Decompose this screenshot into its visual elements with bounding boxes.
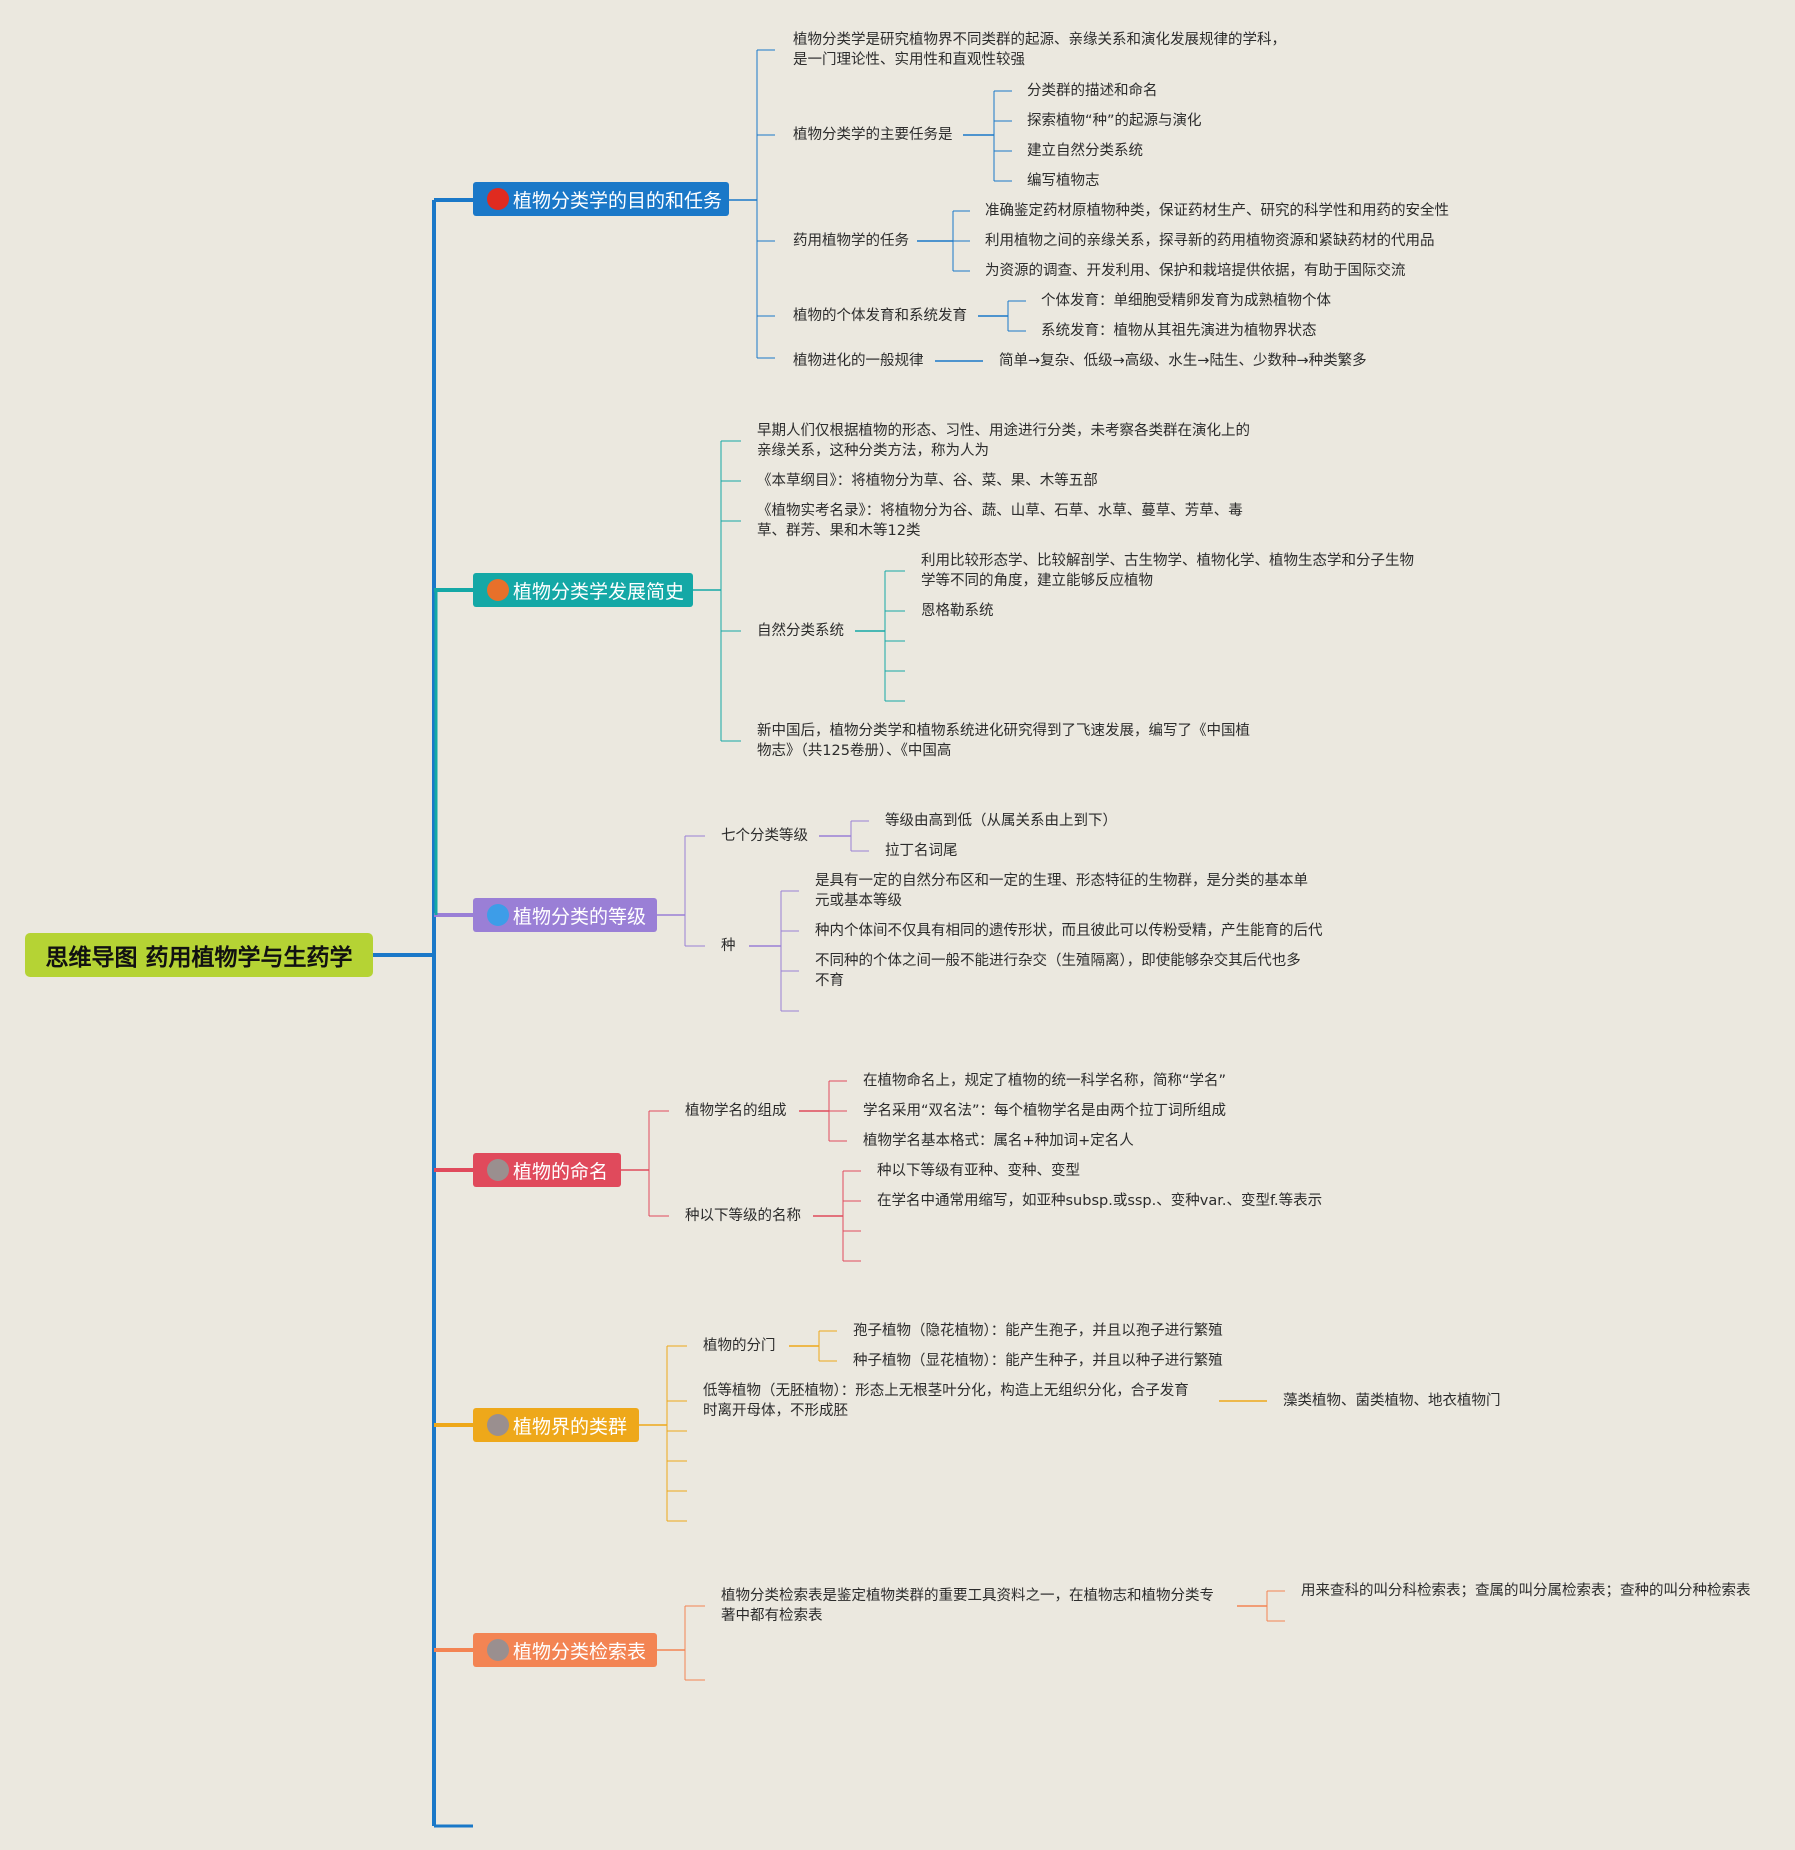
b1-dev-item[interactable]: 系统发育：植物从其祖先演进为植物界状态 (1041, 323, 1317, 339)
b5-lower-item[interactable]: 藻类植物、菌类植物、地衣植物门 (1283, 1393, 1501, 1409)
circle-number-1-icon (487, 188, 509, 210)
circle-number-6-icon (487, 1639, 509, 1661)
branch-2-label: 植物分类学发展简史 (513, 580, 685, 603)
root-topic[interactable]: 思维导图 药用植物学与生药学 (25, 933, 373, 977)
b1-node-evolution[interactable]: 植物进化的一般规律 (793, 353, 924, 369)
b3-node-species[interactable]: 种 (721, 938, 736, 954)
b1-pharm-item[interactable]: 为资源的调查、开发利用、保护和栽培提供依据，有助于国际交流 (985, 263, 1406, 279)
b4-node-infraspecific[interactable]: 种以下等级的名称 (685, 1208, 801, 1224)
b1-dev-item[interactable]: 个体发育：单细胞受精卵发育为成熟植物个体 (1041, 293, 1331, 309)
b2-node-new-china[interactable]: 新中国后，植物分类学和植物系统进化研究得到了飞速发展，编写了《中国植物志》（共1… (757, 723, 1250, 759)
branch-6-topic[interactable]: 植物分类检索表 (473, 1633, 657, 1667)
b1-evolution-item[interactable]: 简单→复杂、低级→高级、水生→陆生、少数种→种类繁多 (999, 353, 1367, 369)
b4-name-item[interactable]: 学名采用“双名法”：每个植物学名是由两个拉丁词所组成 (863, 1103, 1227, 1119)
b3-species-item[interactable]: 种内个体间不仅具有相同的遗传形状，而且彼此可以传粉受精，产生能育的后代 (815, 923, 1323, 939)
b3-rank-item[interactable]: 等级由高到低（从属关系由上到下） (885, 813, 1117, 829)
branch-5-topic[interactable]: 植物界的类群 (473, 1408, 639, 1442)
b3-species-item[interactable]: 是具有一定的自然分布区和一定的生理、形态特征的生物群，是分类的基本单元或基本等级 (815, 873, 1308, 909)
b1-pharm-item[interactable]: 准确鉴定药材原植物种类，保证药材生产、研究的科学性和用药的安全性 (985, 203, 1449, 219)
b5-division-item[interactable]: 种子植物（显花植物）：能产生种子，并且以种子进行繁殖 (853, 1353, 1223, 1369)
b6-key-item[interactable]: 用来查科的叫分科检索表；查属的叫分属检索表；查种的叫分种检索表 (1301, 1583, 1751, 1599)
b3-rank-item[interactable]: 拉丁名词尾 (885, 843, 958, 859)
b1-task-item[interactable]: 探索植物“种”的起源与演化 (1027, 113, 1202, 129)
branch-2-topic[interactable]: 植物分类学发展简史 (473, 573, 693, 607)
b6-node-key[interactable]: 植物分类检索表是鉴定植物类群的重要工具资料之一，在植物志和植物分类专著中都有检索… (721, 1588, 1214, 1624)
b4-name-item[interactable]: 在植物命名上，规定了植物的统一科学名称，简称“学名” (863, 1073, 1227, 1089)
b4-node-scientific-name[interactable]: 植物学名的组成 (685, 1103, 787, 1119)
b4-infra-item[interactable]: 在学名中通常用缩写，如亚种subsp.或ssp.、变种var.、变型f.等表示 (877, 1193, 1323, 1209)
b4-infra-item[interactable]: 种以下等级有亚种、变种、变型 (877, 1163, 1080, 1179)
b4-name-item[interactable]: 植物学名基本格式：属名+种加词+定名人 (863, 1133, 1134, 1149)
b2-node-natural-system[interactable]: 自然分类系统 (757, 623, 844, 639)
circle-number-3-icon (487, 904, 509, 926)
circle-number-4-icon (487, 1159, 509, 1181)
b5-node-lower-plants[interactable]: 低等植物（无胚植物）：形态上无根茎叶分化，构造上无组织分化，合子发育时离开母体，… (703, 1383, 1189, 1419)
b1-node-development[interactable]: 植物的个体发育和系统发育 (793, 308, 967, 324)
b2-natural-item[interactable]: 恩格勒系统 (921, 603, 994, 619)
b1-pharm-item[interactable]: 利用植物之间的亲缘关系，探寻新的药用植物资源和紧缺药材的代用品 (985, 233, 1435, 249)
b1-node-pharm-tasks[interactable]: 药用植物学的任务 (793, 233, 909, 249)
b3-species-item[interactable]: 不同种的个体之间一般不能进行杂交（生殖隔离），即使能够杂交其后代也多不育 (815, 953, 1301, 989)
b2-natural-item[interactable]: 利用比较形态学、比较解剖学、古生物学、植物化学、植物生态学和分子生物学等不同的角… (921, 553, 1414, 589)
b2-node-artificial[interactable]: 早期人们仅根据植物的形态、习性、用途进行分类，未考察各类群在演化上的亲缘关系，这… (757, 423, 1250, 459)
circle-number-2-icon (487, 579, 509, 601)
branch-3-topic[interactable]: 植物分类的等级 (473, 898, 657, 932)
b2-node-bencao[interactable]: 《本草纲目》：将植物分为草、谷、菜、果、木等五部 (757, 473, 1098, 489)
circle-number-5-icon (487, 1414, 509, 1436)
branch-5-label: 植物界的类群 (513, 1415, 628, 1438)
b2-node-zhiwu-shikao[interactable]: 《植物实考名录》：将植物分为谷、蔬、山草、石草、水草、蔓草、芳草、毒草、群芳、果… (757, 503, 1243, 539)
b1-node-definition[interactable]: 植物分类学是研究植物界不同类群的起源、亲缘关系和演化发展规律的学科，是一门理论性… (793, 32, 1286, 68)
branch-6-label: 植物分类检索表 (513, 1640, 647, 1663)
b3-node-seven-ranks[interactable]: 七个分类等级 (721, 828, 808, 844)
branch-1-label: 植物分类学的目的和任务 (513, 189, 723, 212)
b1-task-item[interactable]: 分类群的描述和命名 (1027, 83, 1158, 99)
branch-1-topic[interactable]: 植物分类学的目的和任务 (473, 182, 729, 216)
branch-4-topic[interactable]: 植物的命名 (473, 1153, 621, 1187)
b5-division-item[interactable]: 孢子植物（隐花植物）：能产生孢子，并且以孢子进行繁殖 (853, 1323, 1223, 1339)
b1-task-item[interactable]: 建立自然分类系统 (1027, 143, 1143, 159)
b1-task-item[interactable]: 编写植物志 (1027, 173, 1100, 189)
branch-3-label: 植物分类的等级 (513, 905, 647, 928)
b5-node-divisions[interactable]: 植物的分门 (703, 1338, 776, 1354)
b1-node-main-tasks[interactable]: 植物分类学的主要任务是 (793, 127, 953, 143)
branch-4-label: 植物的命名 (513, 1160, 609, 1183)
